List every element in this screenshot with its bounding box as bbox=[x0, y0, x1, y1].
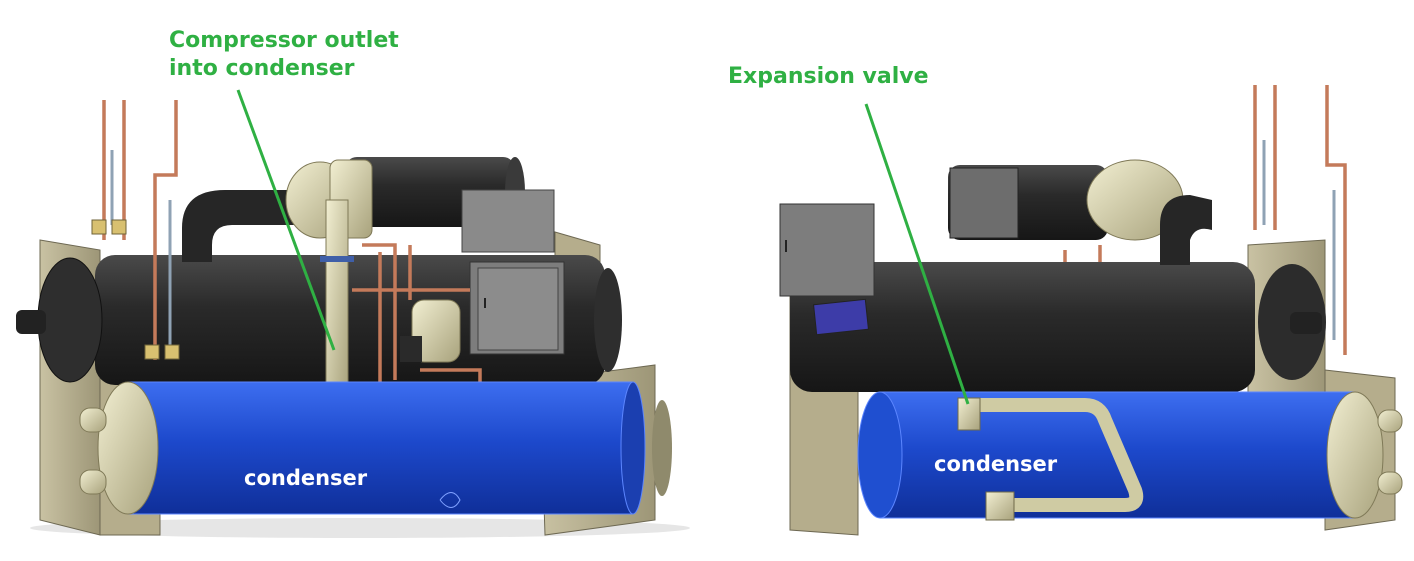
expansion-valve bbox=[957, 397, 981, 431]
copper-piping bbox=[102, 100, 482, 382]
oil-separator bbox=[411, 299, 461, 363]
suction-elbow-2 bbox=[1160, 195, 1212, 265]
condenser-head-left bbox=[97, 381, 159, 515]
evaporator-head bbox=[37, 257, 103, 383]
discharge-flange bbox=[320, 256, 354, 262]
oil-pump-box bbox=[400, 336, 422, 362]
liquid-line bbox=[968, 398, 1144, 512]
suction-elbow bbox=[182, 190, 300, 262]
control-cabinet-2 bbox=[779, 203, 875, 297]
nameplate bbox=[813, 298, 869, 336]
callout-line-1: Compressor outlet bbox=[169, 28, 399, 53]
evaporator-nozzle-2 bbox=[1290, 312, 1322, 334]
left-valves bbox=[91, 219, 180, 360]
ground-shadow bbox=[30, 518, 690, 538]
callout-line-2: into condenser bbox=[169, 56, 355, 81]
condenser-nozzles-right bbox=[1377, 409, 1403, 495]
condenser-hatch-mark bbox=[439, 492, 461, 508]
motor-junction-box bbox=[949, 167, 1019, 239]
control-cabinet-door bbox=[477, 267, 559, 351]
condenser-head-right-2 bbox=[1326, 391, 1384, 519]
left-chiller-model bbox=[16, 89, 690, 538]
callout-leader-right bbox=[864, 103, 970, 405]
condenser-label-right: condenser bbox=[934, 452, 1058, 476]
condenser-label-left: condenser bbox=[244, 466, 368, 490]
evaporator-head-right bbox=[594, 268, 622, 372]
callout-compressor-outlet: Compressor outlet into condenser bbox=[169, 27, 399, 83]
gauge-lines-2 bbox=[1262, 140, 1336, 340]
condenser-nozzles-left bbox=[79, 407, 107, 495]
discharge-pipe bbox=[325, 199, 349, 396]
condenser-shell[interactable] bbox=[127, 381, 634, 515]
gauge-lines bbox=[110, 150, 172, 350]
condenser-head-right-back bbox=[652, 400, 672, 496]
callout-expansion-valve: Expansion valve bbox=[728, 64, 929, 89]
control-cabinet-back bbox=[461, 189, 555, 253]
evaporator-nozzle bbox=[16, 310, 46, 334]
right-chiller-model bbox=[779, 85, 1403, 536]
condenser-head-left-2 bbox=[857, 391, 903, 519]
callout-leader-left bbox=[236, 89, 336, 351]
evaporator-shell-2 bbox=[790, 262, 1255, 392]
condenser-head-right bbox=[620, 381, 646, 515]
liquid-line-fitting bbox=[985, 491, 1015, 521]
